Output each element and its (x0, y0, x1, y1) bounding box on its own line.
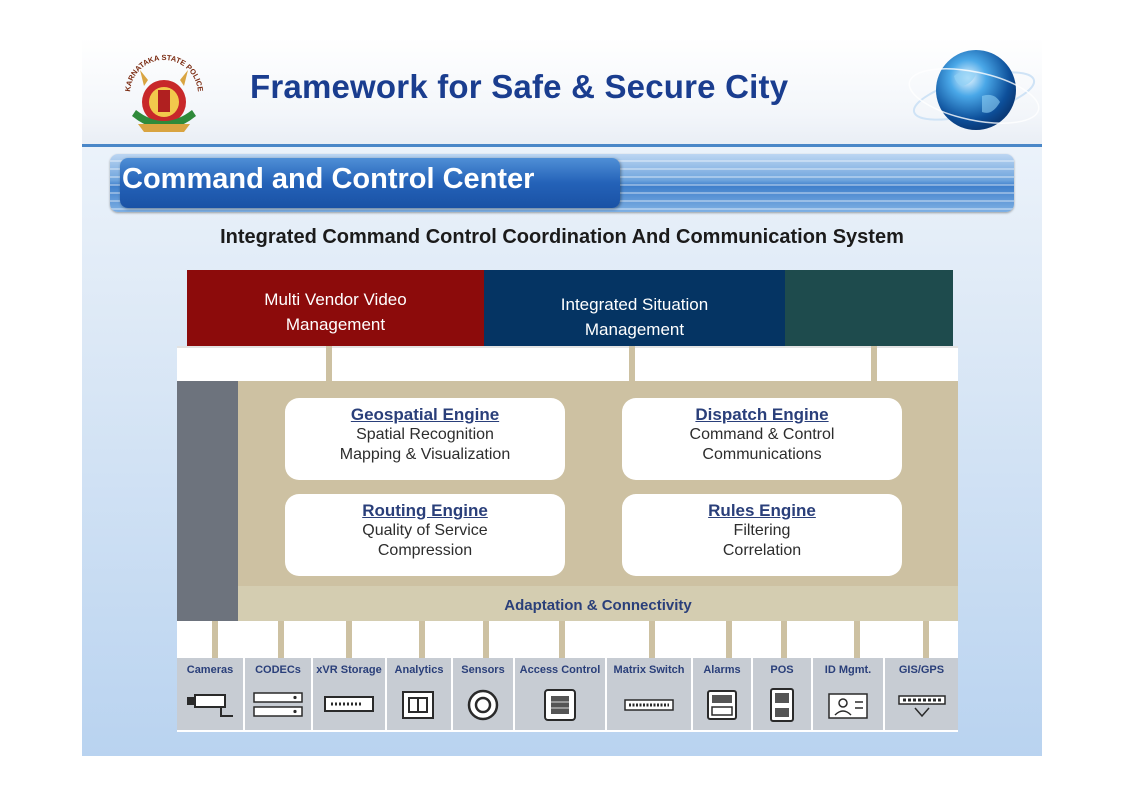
sensor-icon (467, 689, 499, 721)
pos-icon (770, 688, 794, 722)
device-id-mgmt: ID Mgmt. (813, 658, 885, 730)
access-control-icon (544, 689, 576, 721)
device-matrix-switch: Matrix Switch (607, 658, 693, 730)
engine-line: Spatial Recognition (356, 426, 494, 443)
analytics-icon (402, 691, 434, 719)
connector (871, 346, 877, 381)
header-divider (82, 144, 1042, 147)
adaptation-connectivity-bar (238, 586, 958, 621)
device-label: Alarms (703, 664, 741, 676)
engine-title: Rules Engine (708, 501, 816, 520)
id-card-icon (828, 693, 868, 719)
connector (629, 346, 635, 381)
matrix-switch-icon (624, 699, 674, 711)
device-alarms: Alarms (693, 658, 753, 730)
engine-line: Communications (702, 446, 822, 463)
engine-title: Routing Engine (362, 501, 488, 520)
device-gis-gps: GIS/GPS (885, 658, 958, 730)
device-label: Sensors (461, 664, 505, 676)
device-label: Access Control (519, 664, 601, 676)
header-situation-management-line1: Integrated Situation (560, 295, 709, 314)
engine-title: Geospatial Engine (350, 405, 500, 424)
slide-title: Framework for Safe & Secure City (250, 68, 789, 105)
device-label: ID Mgmt. (824, 664, 872, 676)
device-label: Analytics (394, 664, 444, 676)
geospatial-engine: Geospatial Engine Spatial Recognition Ma… (285, 398, 565, 480)
gps-icon (898, 695, 946, 718)
device-pos: POS (753, 658, 813, 730)
device-label: Matrix Switch (613, 664, 685, 676)
architecture-diagram: Geospatial Engine Spatial Recognition Ma… (177, 346, 958, 732)
device-label: POS (770, 664, 794, 676)
header-video-management-line1: Multi Vendor Video (264, 290, 407, 309)
device-label: xVR Storage (316, 664, 382, 676)
rules-engine: Rules Engine Filtering Correlation (622, 494, 902, 576)
adaptation-connectivity-label: Adaptation & Connectivity (504, 597, 692, 614)
device-xvr-storage: xVR Storage (313, 658, 387, 730)
engine-line: Mapping & Visualization (339, 446, 511, 463)
storage-icon (324, 696, 374, 712)
engine-line: Quality of Service (362, 522, 488, 539)
section-banner-title: Command and Control Center (122, 163, 535, 195)
engine-line: Command & Control (689, 426, 835, 443)
device-label: CODECs (255, 664, 301, 676)
codec-icon (253, 692, 303, 717)
engine-line: Compression (377, 542, 473, 559)
engine-line: Correlation (722, 542, 802, 559)
alarm-icon (707, 690, 737, 720)
device-label: GIS/GPS (898, 664, 945, 676)
left-side-bar (177, 381, 238, 621)
dispatch-engine: Dispatch Engine Command & Control Commun… (622, 398, 902, 480)
header-third-module (785, 270, 953, 346)
device-cameras: Cameras (177, 658, 245, 730)
banner-tab (120, 158, 620, 208)
device-analytics: Analytics (387, 658, 453, 730)
camera-icon (187, 694, 233, 717)
police-emblem-icon: KARNATAKA STATE POLICE (123, 53, 205, 132)
globe-icon (908, 50, 1040, 130)
routing-engine: Routing Engine Quality of Service Compre… (285, 494, 565, 576)
diagram-subtitle: Integrated Command Control Coordination … (220, 226, 904, 248)
slide: KARNATAKA STATE POLICE Framework for Saf… (82, 38, 1042, 756)
device-codecs: CODECs (245, 658, 313, 730)
device-label: Cameras (186, 664, 234, 676)
engine-title: Dispatch Engine (695, 405, 829, 424)
device-access-control: Access Control (515, 658, 607, 730)
header-situation-management-line2: Management (584, 320, 685, 339)
device-sensors: Sensors (453, 658, 515, 730)
section-banner (110, 154, 1014, 212)
engine-line: Filtering (733, 522, 791, 539)
header-video-management-line2: Management (285, 315, 386, 334)
header-situation-management: Integrated Situation Management (484, 270, 785, 346)
slide-header (82, 38, 1042, 146)
connector (326, 346, 332, 381)
header-video-management: Multi Vendor Video Management (187, 270, 484, 346)
